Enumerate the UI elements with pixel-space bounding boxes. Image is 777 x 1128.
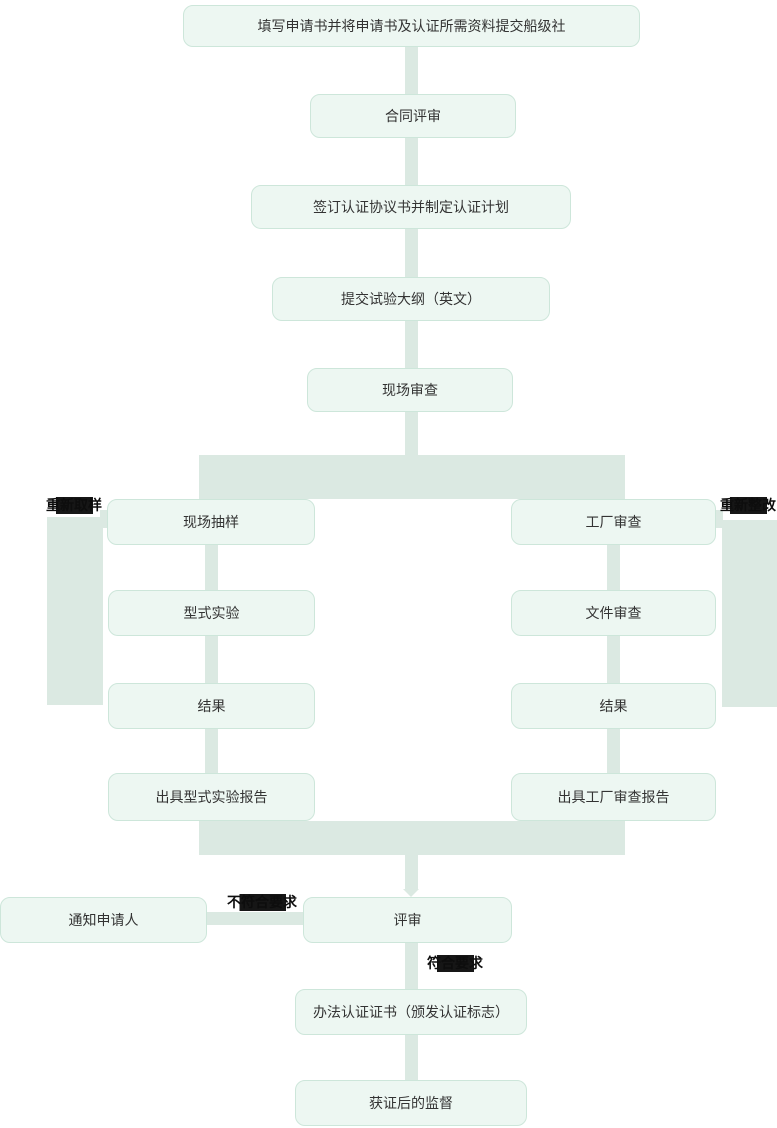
- split-branch-bar: [199, 455, 625, 499]
- flow-node-result-right: 结果: [511, 683, 716, 729]
- flow-node-onsite-sampling: 现场抽样: [107, 499, 315, 545]
- flow-node-review: 评审: [303, 897, 512, 943]
- edge-label-meet: 符合要求: [427, 955, 483, 972]
- connector-apply-contract: [405, 47, 418, 94]
- flow-node-doc-review: 文件审查: [511, 590, 716, 636]
- connector-agreement-outline: [405, 229, 418, 277]
- arrowhead-into-review: [403, 889, 419, 897]
- flow-node-factory-audit-report: 出具工厂审查报告: [511, 773, 716, 821]
- flow-node-type-test: 型式实验: [108, 590, 315, 636]
- loop-bar-resample: [47, 517, 103, 705]
- connector-docreview-result: [607, 636, 620, 683]
- connector-typetest-result: [205, 636, 218, 683]
- flow-node-type-test-report: 出具型式实验报告: [108, 773, 315, 821]
- flow-node-issue-certificate: 办法认证证书（颁发认证标志）: [295, 989, 527, 1035]
- flow-node-notify-applicant: 通知申请人: [0, 897, 207, 943]
- connector-review-certificate: [405, 943, 418, 989]
- connector-onsite-split: [405, 412, 418, 455]
- edge-label-rework: 重新整改: [720, 497, 776, 514]
- connector-factory-docreview: [607, 545, 620, 590]
- merge-branch-bar: [199, 821, 625, 855]
- connector-sampling-typetest: [205, 545, 218, 590]
- flow-node-post-cert-supervision: 获证后的监督: [295, 1080, 527, 1126]
- connector-contract-agreement: [405, 138, 418, 185]
- connector-result-auditreport: [607, 729, 620, 773]
- flow-node-test-outline: 提交试验大纲（英文）: [272, 277, 550, 321]
- connector-merge-review: [405, 855, 418, 890]
- connector-review-notify: [207, 912, 303, 925]
- connector-outline-onsite: [405, 321, 418, 368]
- flow-node-onsite-review: 现场审查: [307, 368, 513, 412]
- loop-notch-rework: [713, 510, 723, 528]
- loop-notch-resample: [100, 510, 110, 528]
- flow-node-factory-audit: 工厂审查: [511, 499, 716, 545]
- flow-node-sign-agreement: 签订认证协议书并制定认证计划: [251, 185, 571, 229]
- flow-node-result-left: 结果: [108, 683, 315, 729]
- connector-result-typereport: [205, 729, 218, 773]
- loop-bar-rework: [722, 520, 777, 707]
- edge-label-resample: 重新取样: [46, 497, 102, 514]
- connector-certificate-supervision: [405, 1035, 418, 1080]
- flow-node-contract-review: 合同评审: [310, 94, 516, 138]
- flow-node-apply: 填写申请书并将申请书及认证所需资料提交船级社: [183, 5, 640, 47]
- edge-label-not-meet: 不符合要求: [227, 894, 297, 911]
